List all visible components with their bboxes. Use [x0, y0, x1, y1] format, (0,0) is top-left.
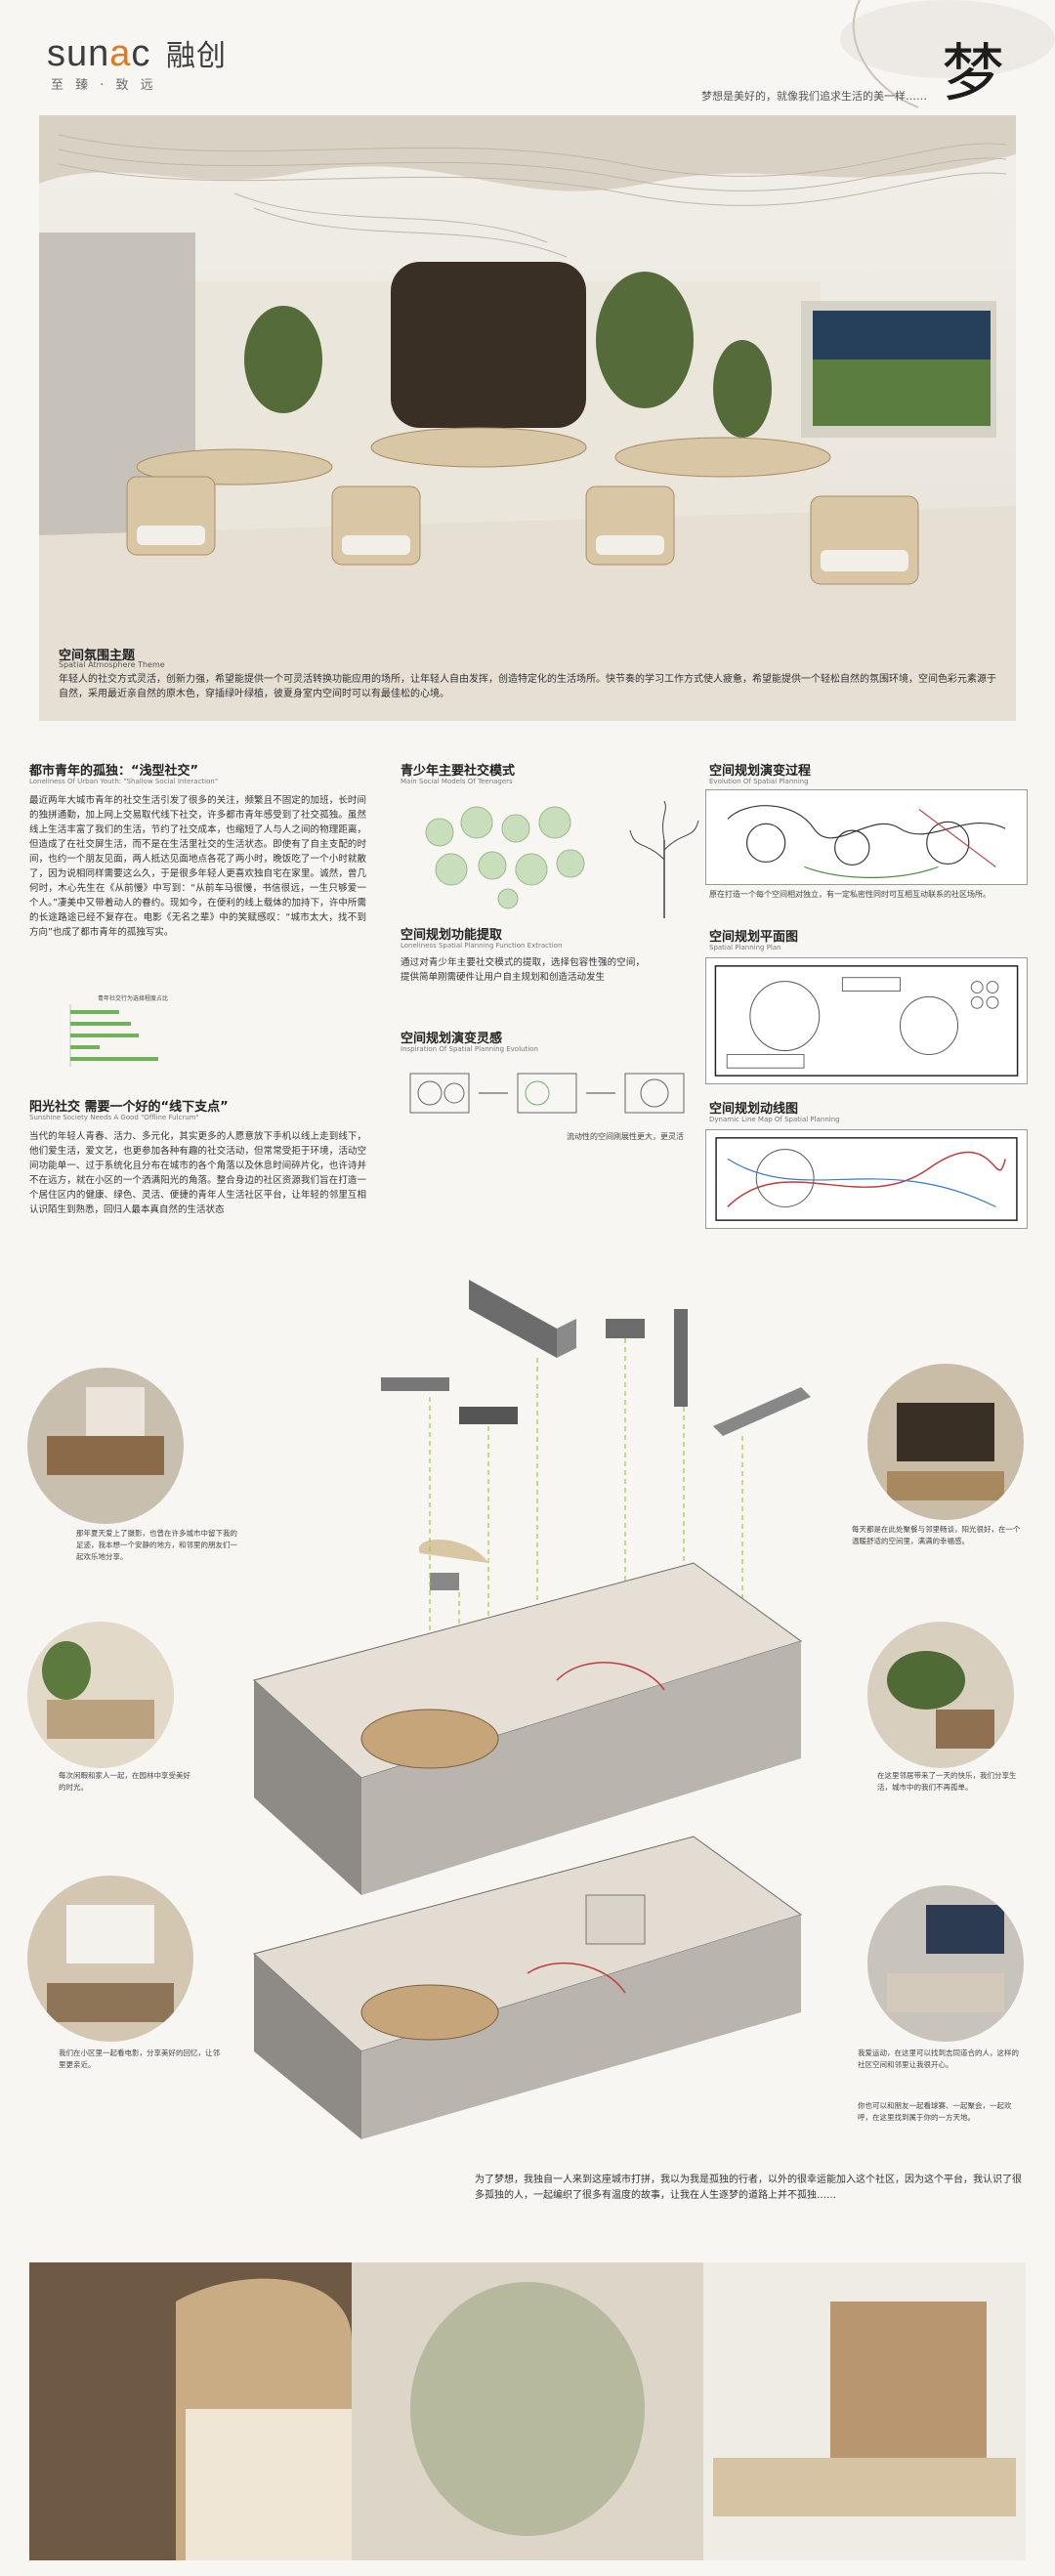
vignette-caption-6: 我爱运动，在这里可以找到志同道合的人，这样的社区空间和邻里让我很开心。: [858, 2048, 1019, 2069]
flow-map: [705, 1129, 1028, 1229]
vignette-photo-4: [867, 1364, 1024, 1520]
brand-slogan: 至 臻 · 致 远: [51, 78, 157, 93]
hero-title: 空间氛围主题: [59, 649, 136, 663]
loneliness-subtitle: Loneliness Of Urban Youth: "Shallow Soci…: [29, 778, 219, 785]
exploded-axonometric: [252, 1280, 811, 2139]
loneliness-title: 都市青年的孤独：“浅型社交”: [29, 764, 199, 779]
inspiration-note: 流动性的空间刚展性更大，更灵活: [567, 1132, 684, 1141]
loneliness-bar-chart: [69, 1004, 158, 1067]
plan-subtitle: Spatial Planning Plan: [709, 944, 781, 951]
vignette-caption-5: 在这里邻居带来了一天的快乐，我们分享生活，城市中的我们不再孤单。: [877, 1771, 1017, 1792]
brand-logo: sunac 融创: [47, 31, 227, 75]
plan-title: 空间规划平面图: [709, 930, 799, 945]
vignette-photo-1: [27, 1368, 184, 1524]
vignette-caption-7: 你也可以和朋友一起看球赛、一起聚会，一起欢呼，在这里找到属于你的一方天地。: [858, 2101, 1012, 2122]
vignette-photo-2: [27, 1622, 174, 1768]
hero-description: 年轻人的社交方式灵活，创新力强，希望能提供一个可灵活转换功能应用的场所，让年轻人…: [59, 674, 996, 699]
vignette-photo-6: [867, 1885, 1024, 2042]
inspiration-subtitle: Inspiration Of Spatial Planning Evolutio…: [401, 1045, 538, 1053]
vignette-caption-3: 我们在小区里一起看电影，分享美好的回忆，让邻里更亲近。: [59, 2048, 220, 2069]
models-title: 青少年主要社交模式: [401, 764, 516, 779]
flow-title: 空间规划动线图: [709, 1102, 799, 1117]
brand-cn: 融创: [165, 40, 227, 72]
sunshine-subtitle: Sunshine Society Needs A Good "Offline F…: [29, 1114, 199, 1121]
evolution-diagram: [705, 789, 1028, 885]
hero-subtitle: Spatial Atmosphere Theme: [59, 660, 165, 669]
vignette-caption-4: 每天都是在此处聚餐与邻里畅谈，阳光很好，在一个温暖舒适的空间里，满满的幸福感。: [852, 1525, 1021, 1545]
vignette-caption-1: 那年夏天爱上了摄影，也曾在许多城市中留下我的足迹，我本想一个安静的地方，和邻里的…: [76, 1529, 237, 1561]
vignette-photo-3: [27, 1876, 193, 2042]
evolution-subtitle: Evolution Of Spatial Planning: [709, 778, 809, 785]
sunshine-title: 阳光社交 需要一个好的“线下支点”: [29, 1100, 229, 1115]
function-body: 通过对青少年主要社交模式的提取，选择包容性强的空间，提供简单刚需硬件让用户自主规…: [401, 957, 645, 983]
inspiration-sketch: [409, 1073, 685, 1114]
decorative-plant-sketch: [629, 801, 699, 918]
hero-interior-rendering: [39, 115, 1016, 721]
vignette-caption-2: 每次闲暇和家人一起，在园林中享受美好的时光。: [59, 1771, 190, 1792]
social-models-bubbles: [425, 806, 585, 909]
flow-subtitle: Dynamic Line Map Of Spatial Planning: [709, 1116, 840, 1123]
inspiration-title: 空间规划演变灵感: [401, 1032, 503, 1046]
sunshine-body: 当代的年轻人青春、活力、多元化，其实更多的人愿意放下手机以线上走到线下，他们爱生…: [29, 1131, 366, 1215]
floor-plan: [705, 957, 1028, 1084]
closing-paragraph: 为了梦想，我独自一人来到这座城市打拼，我以为我是孤独的行者，以外的很幸运能加入这…: [475, 2175, 1022, 2201]
bottom-scene-rendering: [29, 2262, 1026, 2560]
evolution-note: 原在打造一个每个空间相对独立，有一定私密性同时可互相互动联系的社区场所。: [709, 890, 991, 899]
brand-latin: sunac: [47, 33, 151, 74]
evolution-title: 空间规划演变过程: [709, 764, 812, 779]
function-subtitle: Loneliness Spatial Planning Function Ext…: [401, 942, 563, 950]
vignette-photo-5: [867, 1622, 1014, 1768]
dream-character: 梦: [942, 38, 1004, 110]
loneliness-chart-title: 青年社交行为选择程度占比: [98, 995, 169, 1002]
dream-slogan: 梦想是美好的，就像我们追求生活的美一样……: [701, 90, 927, 103]
models-subtitle: Main Social Models Of Teenagers: [401, 778, 513, 785]
loneliness-body: 最近两年大城市青年的社交生活引发了很多的关注，频繁且不固定的加班，长时间的独拼通…: [29, 795, 366, 938]
watercolor-splash: [840, 0, 1055, 108]
function-title: 空间规划功能提取: [401, 928, 503, 943]
